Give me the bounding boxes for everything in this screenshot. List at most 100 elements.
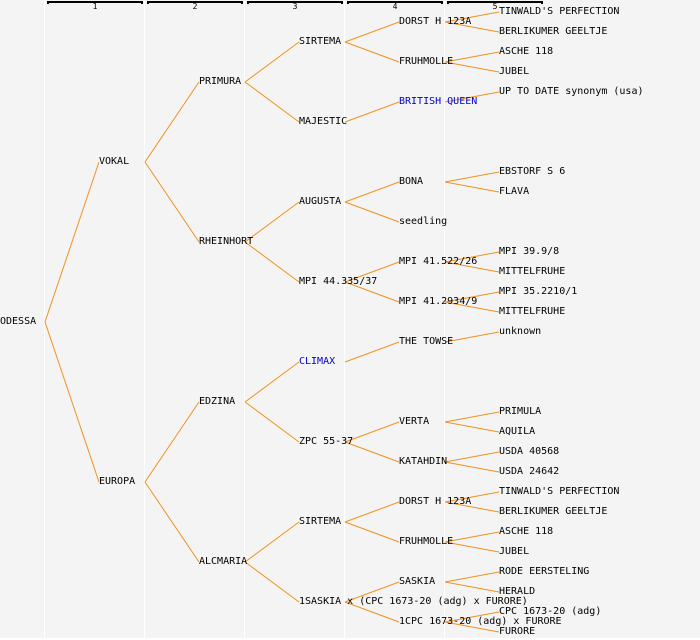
generation-bracket-3: [247, 1, 343, 4]
lineage-connector: [444, 571, 500, 583]
variety-label: MPI 41.522/26: [399, 256, 478, 267]
variety-label: AUGUSTA: [299, 196, 342, 207]
variety-label: 1SASKIA x (CPC 1673-20 (adg) x FURORE): [299, 596, 528, 607]
variety-label: RODE EERSTELING: [499, 566, 590, 577]
variety-label: KATAHDIN: [399, 456, 448, 467]
variety-label: SIRTEMA: [299, 516, 342, 527]
lineage-connector: [444, 301, 500, 313]
variety-link[interactable]: CLIMAX: [299, 356, 336, 367]
variety-label: THE TOWSE: [399, 336, 454, 347]
variety-label: unknown: [499, 326, 542, 337]
variety-label: RHEINHORT: [199, 236, 254, 247]
lineage-connector: [344, 261, 400, 283]
root-variety: ODESSA: [0, 316, 37, 327]
lineage-connector: [144, 401, 200, 483]
lineage-connector: [444, 251, 500, 263]
generation-label-3: 3: [292, 2, 298, 11]
variety-label: TINWALD'S PERFECTION: [499, 486, 620, 497]
column-separator: [144, 0, 145, 638]
lineage-connector: [344, 501, 400, 523]
lineage-connector: [144, 481, 200, 563]
lineage-connector: [344, 581, 400, 603]
variety-label: ASCHE 118: [499, 46, 554, 57]
variety-label: ALCMARIA: [199, 556, 248, 567]
variety-label: EUROPA: [99, 476, 136, 487]
lineage-connector: [444, 171, 500, 183]
variety-link[interactable]: BRITISH QUEEN: [399, 96, 478, 107]
variety-label: BERLIKUMER GEELTJE: [499, 506, 608, 517]
variety-label: TINWALD'S PERFECTION: [499, 6, 620, 17]
variety-label: MPI 44.335/37: [299, 276, 378, 287]
variety-label: UP TO DATE synonym (usa): [499, 86, 644, 97]
lineage-connector: [144, 81, 200, 163]
lineage-connector: [444, 11, 500, 23]
variety-label: DORST H 123A: [399, 16, 472, 27]
variety-label: EDZINA: [199, 396, 236, 407]
generation-bracket-2: [147, 1, 243, 4]
variety-label: FRUHMOLLE: [399, 56, 454, 67]
variety-label: VOKAL: [99, 156, 130, 167]
variety-label: FRUHMOLLE: [399, 536, 454, 547]
lineage-connector: [444, 461, 500, 473]
lineage-connector: [144, 161, 200, 243]
variety-label: JUBEL: [499, 546, 530, 557]
generation-label-1: 1: [92, 2, 98, 11]
variety-label: VERTA: [399, 416, 430, 427]
lineage-connector: [444, 421, 500, 433]
variety-label: EBSTORF S 6: [499, 166, 566, 177]
variety-label: JUBEL: [499, 66, 530, 77]
generation-label-5: 5: [492, 2, 498, 11]
generation-label-4: 4: [392, 2, 398, 11]
lineage-connector: [44, 321, 100, 483]
variety-label: SIRTEMA: [299, 36, 342, 47]
lineage-connector: [444, 541, 500, 553]
lineage-connector: [444, 451, 500, 463]
variety-label: FLAVA: [499, 186, 530, 197]
lineage-connector: [44, 161, 100, 323]
lineage-connector: [444, 611, 500, 623]
lineage-connector: [344, 181, 400, 203]
lineage-connector: [444, 51, 500, 63]
lineage-connector: [244, 521, 300, 563]
lineage-connector: [444, 91, 500, 103]
column-separator: [244, 0, 245, 638]
lineage-connector: [444, 411, 500, 423]
lineage-connector: [444, 621, 500, 633]
lineage-connector: [344, 601, 400, 623]
lineage-connector: [444, 581, 500, 593]
lineage-connector: [444, 501, 500, 513]
lineage-connector: [344, 521, 400, 543]
variety-label: DORST H 123A: [399, 496, 472, 507]
variety-label: MITTELFRUHE: [499, 266, 566, 277]
lineage-connector: [344, 441, 400, 463]
column-separator: [44, 0, 45, 638]
variety-label: AQUILA: [499, 426, 536, 437]
variety-label: PRIMURA: [199, 76, 242, 87]
column-separator: [444, 0, 445, 638]
lineage-connector: [444, 291, 500, 303]
variety-label: USDA 24642: [499, 466, 560, 477]
lineage-connector: [444, 181, 500, 193]
variety-label: PRIMULA: [499, 406, 542, 417]
variety-label: CPC 1673-20 (adg): [499, 606, 602, 617]
lineage-connector: [344, 341, 400, 363]
lineage-connector: [344, 21, 400, 43]
column-separator: [344, 0, 345, 638]
variety-label: BERLIKUMER GEELTJE: [499, 26, 608, 37]
variety-label: MPI 39.9/8: [499, 246, 560, 257]
lineage-connector: [244, 401, 300, 443]
lineage-connector: [344, 201, 400, 223]
variety-label: ASCHE 118: [499, 526, 554, 537]
lineage-connector: [444, 61, 500, 73]
variety-label: MPI 35.2210/1: [499, 286, 578, 297]
generation-bracket-1: [47, 1, 143, 4]
lineage-connector: [444, 531, 500, 543]
lineage-connector: [444, 261, 500, 273]
lineage-connector: [244, 41, 300, 83]
lineage-connector: [244, 241, 300, 283]
lineage-connector: [344, 101, 400, 123]
lineage-connector: [344, 41, 400, 63]
variety-label: ZPC 55-37: [299, 436, 354, 447]
